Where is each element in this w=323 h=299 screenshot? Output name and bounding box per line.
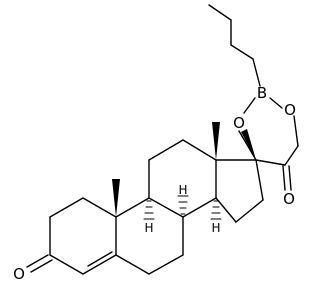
bond-o-ch2	[293, 115, 299, 147]
bond-c17-c16	[255, 159, 264, 201]
butyl-chain	[208, 4, 261, 87]
bond-c7-c6	[148, 254, 184, 275]
hashed-hydrogen-c14	[210, 200, 222, 220]
atom-hydrogen-c14: H	[211, 221, 220, 235]
bond-c12-c11	[148, 139, 184, 161]
bond-ketone-c-o-2	[288, 165, 292, 191]
atom-oxygen-ketone-a-ring: O	[13, 265, 25, 283]
bond-c10-c1	[82, 197, 117, 218]
atom-hydrogen-c9: H	[144, 221, 153, 235]
angular-methyls	[112, 122, 220, 217]
bond-c21-c17	[255, 159, 286, 166]
bond-c10-c9	[115, 197, 150, 218]
hashed-hydrogen-c8	[177, 195, 189, 215]
bond-c4-c5-double	[87, 251, 113, 267]
ring-b	[115, 197, 184, 275]
bond-c16-c15	[235, 199, 264, 223]
atom-oxygen-ketone-side: O	[283, 190, 295, 208]
atom-oxygen-ring-right: O	[284, 101, 296, 119]
bond-c13-c12	[182, 139, 217, 161]
bond-c15-c14	[215, 197, 237, 223]
bond-c17-o	[238, 130, 257, 161]
ring-c	[148, 139, 217, 218]
bond-b-o-right	[269, 97, 283, 109]
bond-c8-c14	[182, 197, 217, 218]
atom-hydrogen-c8: H	[178, 183, 187, 197]
c17-o-wedge	[241, 129, 256, 160]
bond-butyl-4	[252, 58, 261, 87]
bond-c3-o-1	[26, 254, 49, 268]
bond-c1-c2	[49, 197, 84, 218]
bond-butyl-3	[230, 44, 254, 60]
hashed-hydrogen-c9	[143, 200, 155, 220]
atom-oxygen-ring-left: O	[233, 114, 245, 132]
methyl-c19-wedge	[112, 179, 120, 217]
bond-c3-c4	[49, 254, 84, 275]
bond-c3-o-2	[30, 259, 53, 273]
methyl-c18-wedge	[212, 122, 220, 160]
bond-c6-c5	[115, 254, 150, 275]
dioxaborinane-ring	[238, 97, 299, 191]
atom-boron: B	[257, 84, 267, 102]
bond-c4-c5	[82, 254, 117, 275]
ring-a	[26, 197, 117, 275]
bond-c9-c8	[148, 197, 184, 218]
bond-b-o-left	[243, 97, 256, 114]
bond-butyl-1	[208, 4, 232, 21]
bond-ketone-c-o-1	[282, 165, 286, 191]
bond-ch2-c21	[284, 145, 299, 166]
ring-d	[215, 159, 264, 223]
